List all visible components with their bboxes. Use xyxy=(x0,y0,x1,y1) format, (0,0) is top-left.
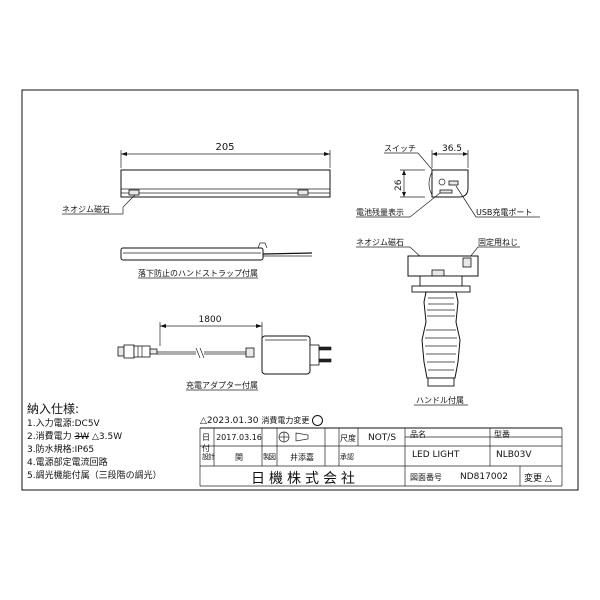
strap-view: 落下防止のハンドストラップ付属 xyxy=(120,242,313,279)
tb-approve-label: 承認 xyxy=(340,453,354,461)
tb-date-value: 2017.03.16 xyxy=(216,433,262,442)
dimension-1800: 1800 xyxy=(199,315,222,325)
revision-triangle-icon: △ xyxy=(91,432,99,442)
tb-drawing-label: 製図 xyxy=(263,453,276,461)
tb-design-label: 設計 xyxy=(202,453,215,461)
spec-line-1: 1.入力電源:DC5V xyxy=(27,419,100,429)
tb-scale-value: NOT/S xyxy=(367,433,397,443)
label-usb-port: USB充電ポート xyxy=(476,207,532,217)
projection-cone-icon xyxy=(295,432,309,442)
label-magnet-side: ネオジム磁石 xyxy=(356,237,404,247)
tb-change: 変更 △ xyxy=(524,471,552,484)
change-triangle-icon: △ xyxy=(544,474,552,484)
tb-date-label: 日付 xyxy=(202,433,210,453)
revision-date: 2023.01.30 xyxy=(206,416,259,426)
revision-triangle-icon-2: △ xyxy=(200,416,207,426)
spec-line-4: 4.電源部定電流回路 xyxy=(27,458,108,468)
tb-change-label: 変更 xyxy=(524,474,543,484)
tb-model-label: 型番 xyxy=(494,430,510,439)
dimension-36-5: 36.5 xyxy=(442,144,462,154)
tb-design-value: 関 xyxy=(235,453,243,462)
tb-drawing-no-value: ND817002 xyxy=(460,472,509,482)
tb-model-value: NLB03V xyxy=(496,450,532,460)
dimension-205: 205 xyxy=(215,142,234,153)
revision-line: △2023.01.30 消費電力変更 xyxy=(200,415,324,426)
dimension-26: 26 xyxy=(394,179,404,191)
label-fix-screw: 固定用ねじ xyxy=(478,237,518,247)
title-block xyxy=(199,427,563,487)
label-handle: ハンドル付属 xyxy=(416,395,464,405)
spec-line-3: 3.防水規格:IP65 xyxy=(27,445,95,455)
label-adapter: 充電アダプター付属 xyxy=(186,380,258,390)
revision-note: 消費電力変更 xyxy=(261,416,310,425)
spec-power-old: 3W xyxy=(74,432,90,442)
tb-drawing-value: 井添嘉 xyxy=(290,453,314,462)
adapter-view: 1800 充電アダプター付属 xyxy=(117,315,332,391)
tb-product-label: 品名 xyxy=(410,430,426,439)
label-switch: スイッチ xyxy=(384,144,416,153)
tb-product-value: LED LIGHT xyxy=(412,450,460,460)
spec-line-2: 2.消費電力 3W △3.5W xyxy=(27,431,162,444)
label-battery-indicator: 電池残量表示 xyxy=(356,207,404,217)
label-magnet-front: ネオジム磁石 xyxy=(62,204,110,214)
seal-icon xyxy=(312,415,324,426)
tb-scale-label: 尺度 xyxy=(340,434,356,443)
company-name: 日機株式会社 xyxy=(251,471,359,487)
front-view: 205 ネオジム磁石 xyxy=(62,142,331,215)
side-view: 36.5 スイッチ 26 電池残量表示 USB充電ポート xyxy=(356,144,540,218)
specs-title: 納入仕様: xyxy=(27,402,80,416)
label-strap: 落下防止のハンドストラップ付属 xyxy=(138,268,258,278)
specs-block: 納入仕様: 1.入力電源:DC5V 2.消費電力 3W △3.5W 3.防水規格… xyxy=(27,403,162,483)
spec-line-5: 5.調光機能付属（三段階の調光） xyxy=(27,471,162,481)
spec-power-new: 3.5W xyxy=(98,432,123,442)
spec-line-2-label: 2.消費電力 xyxy=(27,432,72,442)
drawing-frame xyxy=(21,89,579,491)
handle-view: ネオジム磁石 固定用ねじ ハンドル付属 xyxy=(356,237,520,406)
tb-drawing-no-label: 図面番号 xyxy=(410,473,442,482)
